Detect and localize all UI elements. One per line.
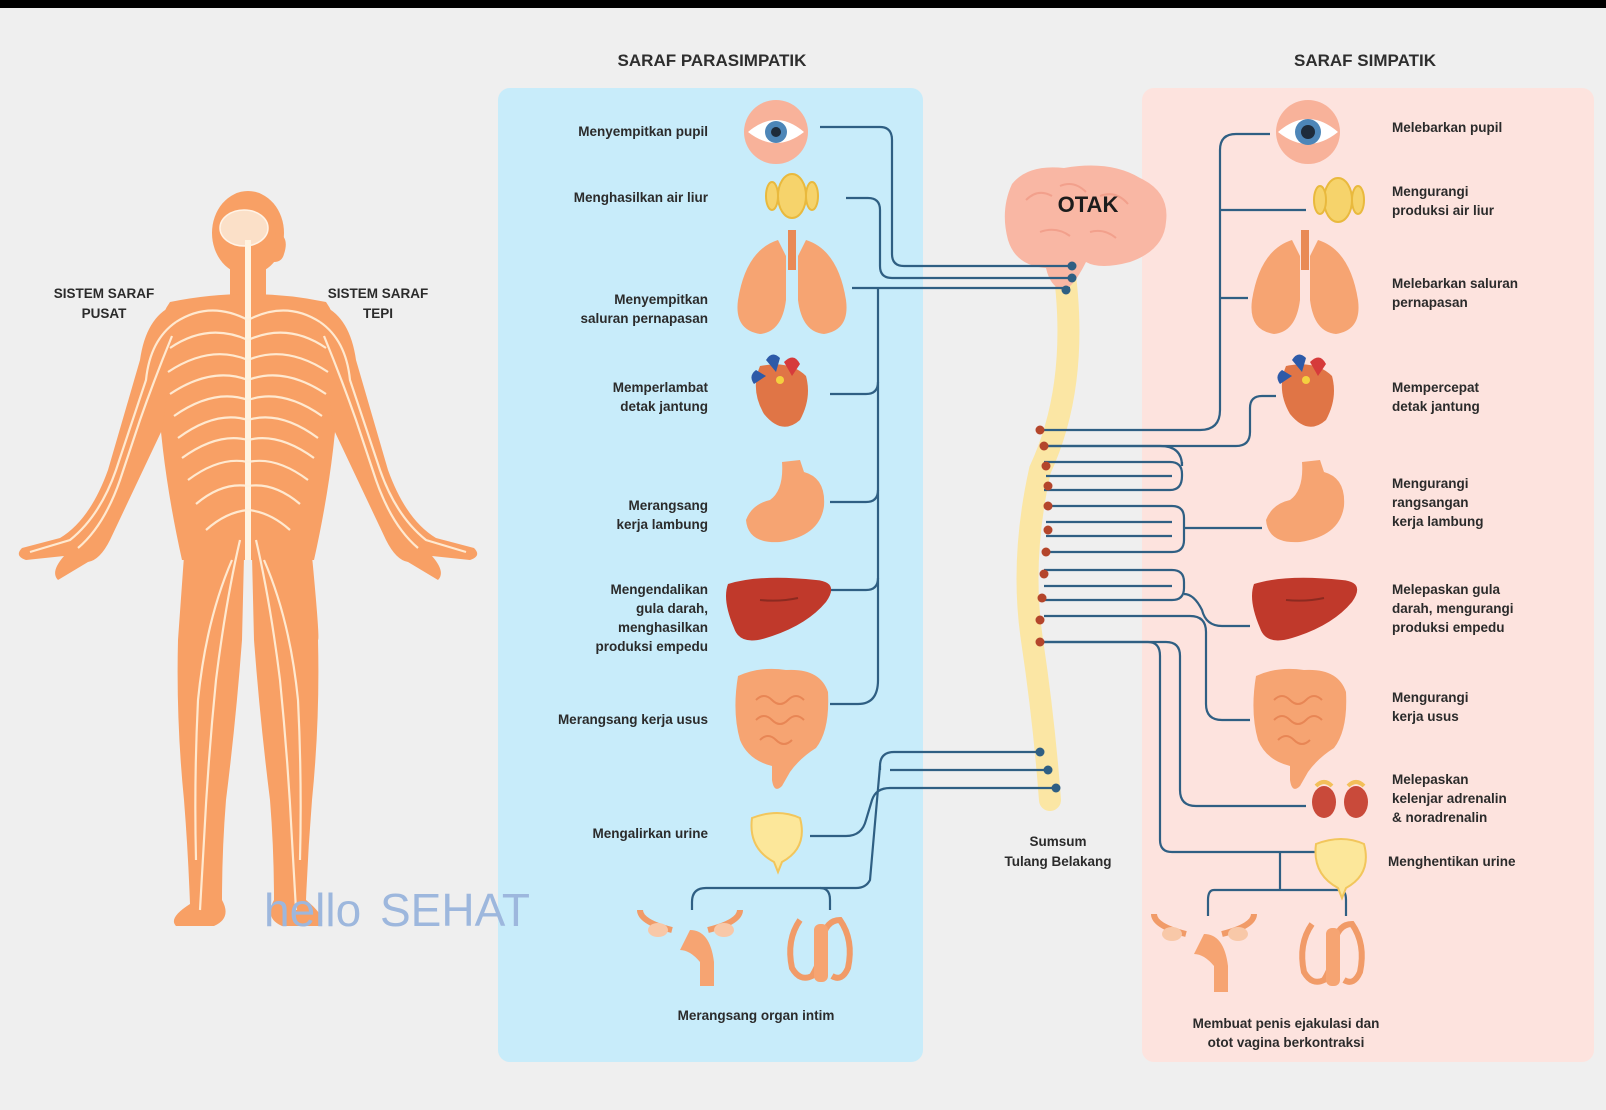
parasympathetic-effect-heart-line: Memperlambat	[613, 380, 709, 395]
spinal-cord-label-line2: Tulang Belakang	[1004, 854, 1111, 869]
parasympathetic-effect-liver-line: menghasilkan	[618, 620, 708, 635]
sympathetic-effect-stomach-line: kerja lambung	[1392, 514, 1484, 529]
central-nervous-system-label-line2: PUSAT	[82, 306, 128, 321]
spinal-cord-label-line1: Sumsum	[1029, 834, 1086, 849]
parasympathetic-effect-pupil-line: Menyempitkan pupil	[578, 124, 708, 139]
parasympathetic-effect-saliva-line: Menghasilkan air liur	[574, 190, 709, 205]
parasympathetic-effect-heart-line: detak jantung	[620, 399, 708, 414]
peripheral-nervous-system-label-line2: TEPI	[363, 306, 393, 321]
parasympathetic-effect-bladder: Mengalirkan urine	[592, 826, 708, 841]
parasympathetic-effect-intestine: Merangsang kerja usus	[558, 712, 708, 727]
parasympathetic-effect-genitals-line: Merangsang organ intim	[678, 1008, 835, 1023]
sympathetic-effect-saliva-line: produksi air liur	[1392, 203, 1495, 218]
peripheral-nervous-system-label-line1: SISTEM SARAF	[328, 286, 429, 301]
sympathetic-header: SARAF SIMPATIK	[1294, 51, 1437, 70]
sympathetic-effect-adrenal-line: Melepaskan	[1392, 772, 1469, 787]
eye-icon	[744, 100, 808, 164]
sympathetic-effect-stomach-line: Mengurangi	[1392, 476, 1469, 491]
parasympathetic-effect-stomach-line: Merangsang	[628, 498, 708, 513]
sympathetic-effect-pupil: Melebarkan pupil	[1392, 120, 1502, 135]
sympathetic-effect-heart-line: Mempercepat	[1392, 380, 1480, 395]
sympathetic-effect-saliva-line: Mengurangi	[1392, 184, 1469, 199]
parasympathetic-effect-airway-line: saluran pernapasan	[580, 311, 708, 326]
sympathetic-panel	[1142, 88, 1594, 1062]
parasympathetic-effect-pupil: Menyempitkan pupil	[578, 124, 708, 139]
sympathetic-effect-adrenal-line: kelenjar adrenalin	[1392, 791, 1507, 806]
central-nervous-system-label-line1: SISTEM SARAF	[54, 286, 155, 301]
hellosehat-logo: hello SEHAT	[264, 884, 530, 936]
sympathetic-effect-liver-line: produksi empedu	[1392, 620, 1505, 635]
sympathetic-effect-intestine-line: kerja usus	[1392, 709, 1459, 724]
sympathetic-effect-airway-line: Melebarkan saluran	[1392, 276, 1518, 291]
parasympathetic-header: SARAF PARASIMPATIK	[618, 51, 808, 70]
sympathetic-effect-intestine-line: Mengurangi	[1392, 690, 1469, 705]
eye-icon	[1276, 100, 1340, 164]
sympathetic-effect-liver-line: Melepaskan gula	[1392, 582, 1501, 597]
parasympathetic-panel	[498, 88, 923, 1062]
parasympathetic-effect-stomach-line: kerja lambung	[616, 517, 708, 532]
parasympathetic-effect-liver-line: Mengendalikan	[610, 582, 708, 597]
sympathetic-effect-pupil-line: Melebarkan pupil	[1392, 120, 1502, 135]
logo-text-part2: SEHAT	[380, 884, 530, 936]
parasympathetic-effect-airway-line: Menyempitkan	[614, 292, 708, 307]
sympathetic-effect-stomach-line: rangsangan	[1392, 495, 1469, 510]
parasympathetic-effect-liver-line: produksi empedu	[595, 639, 708, 654]
parasympathetic-effect-liver-line: gula darah,	[636, 601, 708, 616]
parasympathetic-effect-intestine-line: Merangsang kerja usus	[558, 712, 708, 727]
sympathetic-effect-genitals-line: Membuat penis ejakulasi dan	[1193, 1016, 1380, 1031]
parasympathetic-effect-bladder-line: Mengalirkan urine	[592, 826, 708, 841]
sympathetic-effect-bladder: Menghentikan urine	[1388, 854, 1516, 869]
sympathetic-effect-genitals-line: otot vagina berkontraksi	[1208, 1035, 1365, 1050]
sympathetic-effect-adrenal-line: & noradrenalin	[1392, 810, 1487, 825]
brain-label: OTAK	[1058, 192, 1119, 217]
sympathetic-effect-liver: Melepaskan gula darah, mengurangi produksi…	[1392, 582, 1514, 635]
sympathetic-effect-bladder-line: Menghentikan urine	[1388, 854, 1516, 869]
logo-text-part1: hello	[264, 884, 361, 936]
sympathetic-effect-airway-line: pernapasan	[1392, 295, 1468, 310]
parasympathetic-effect-saliva: Menghasilkan air liur	[574, 190, 709, 205]
sympathetic-effect-liver-line: darah, mengurangi	[1392, 601, 1514, 616]
parasympathetic-effect-genitals: Merangsang organ intim	[678, 1008, 835, 1023]
sympathetic-effect-heart-line: detak jantung	[1392, 399, 1480, 414]
